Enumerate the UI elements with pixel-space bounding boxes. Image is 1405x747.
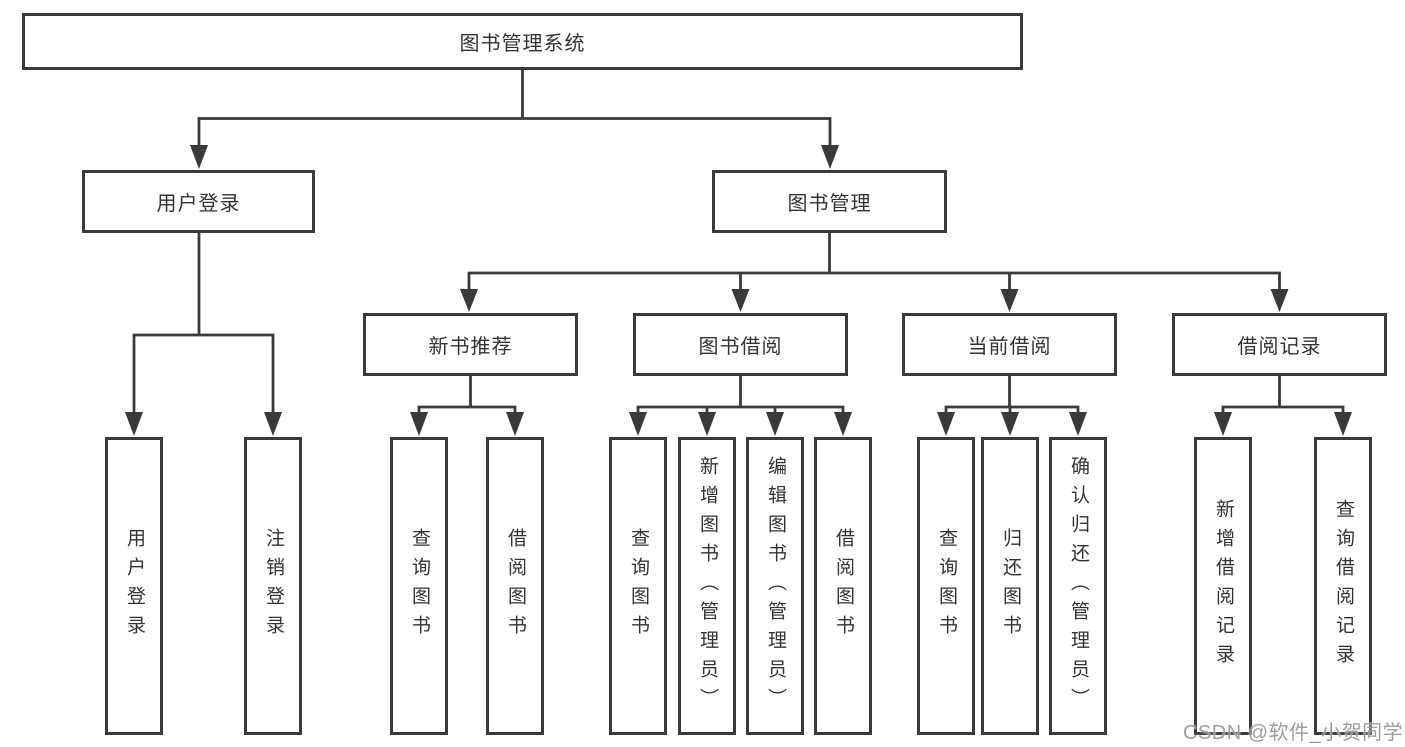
node-user-login: 用户登录: [82, 170, 315, 233]
leaf-user-login: 用户登录: [105, 437, 163, 735]
connector-root-to-level1: [197, 70, 832, 147]
node-label: 图书借阅: [698, 336, 783, 358]
connector-book-borrow-to-leaves: [636, 376, 845, 416]
connector-new-book-recommend-to-leaves: [417, 376, 517, 416]
leaf-borrow-books-recommend: 借阅图书: [486, 437, 544, 735]
connector-book-management-to-level2: [467, 233, 1281, 292]
connector-current-borrow-to-leaves: [944, 376, 1080, 416]
leaf-confirm-return-admin: 确认归还（管理员）: [1049, 437, 1107, 735]
leaf-query-books-recommend: 查询图书: [390, 437, 448, 735]
node-label: 归还图书: [999, 528, 1021, 644]
leaf-add-borrow-record: 新增借阅记录: [1194, 437, 1252, 735]
node-new-book-recommend: 新书推荐: [363, 313, 578, 376]
leaf-query-borrow-record: 查询借阅记录: [1314, 437, 1372, 735]
node-book-borrow: 图书借阅: [633, 313, 848, 376]
node-label: 注销登录: [262, 528, 284, 644]
leaf-borrow-books: 借阅图书: [814, 437, 872, 735]
leaf-edit-books-admin: 编辑图书（管理员）: [746, 437, 804, 735]
node-label: 新增图书（管理员）: [696, 455, 718, 717]
node-label: 用户登录: [123, 528, 145, 644]
node-label: 借阅记录: [1237, 336, 1322, 358]
node-label: 借阅图书: [832, 528, 854, 644]
node-book-management: 图书管理: [712, 170, 947, 233]
node-label: 当前借阅: [967, 336, 1052, 358]
node-label: 图书管理: [787, 193, 872, 215]
node-label: 图书管理系统: [459, 33, 586, 55]
connector-user-login-to-leaves: [132, 233, 275, 414]
leaf-add-books-admin: 新增图书（管理员）: [678, 437, 736, 735]
leaf-query-books-borrow: 查询图书: [609, 437, 667, 735]
leaf-logout: 注销登录: [244, 437, 302, 735]
node-label: 确认归还（管理员）: [1067, 455, 1089, 717]
leaf-return-books: 归还图书: [981, 437, 1039, 735]
node-label: 查询图书: [627, 528, 649, 644]
node-current-borrow: 当前借阅: [902, 313, 1117, 376]
connector-borrow-records-to-leaves: [1221, 376, 1345, 416]
node-label: 查询图书: [935, 528, 957, 644]
node-label: 查询图书: [408, 528, 430, 644]
leaf-query-books-current: 查询图书: [917, 437, 975, 735]
node-label: 新增借阅记录: [1212, 499, 1234, 673]
node-label: 用户登录: [156, 193, 241, 215]
node-label: 查询借阅记录: [1332, 499, 1354, 673]
node-library-management-system: 图书管理系统: [22, 13, 1023, 70]
csdn-watermark: CSDN @软件_小贺同学: [1183, 722, 1404, 744]
node-borrow-records: 借阅记录: [1172, 313, 1387, 376]
node-label: 借阅图书: [504, 528, 526, 644]
node-label: 编辑图书（管理员）: [764, 455, 786, 717]
node-label: 新书推荐: [428, 336, 513, 358]
